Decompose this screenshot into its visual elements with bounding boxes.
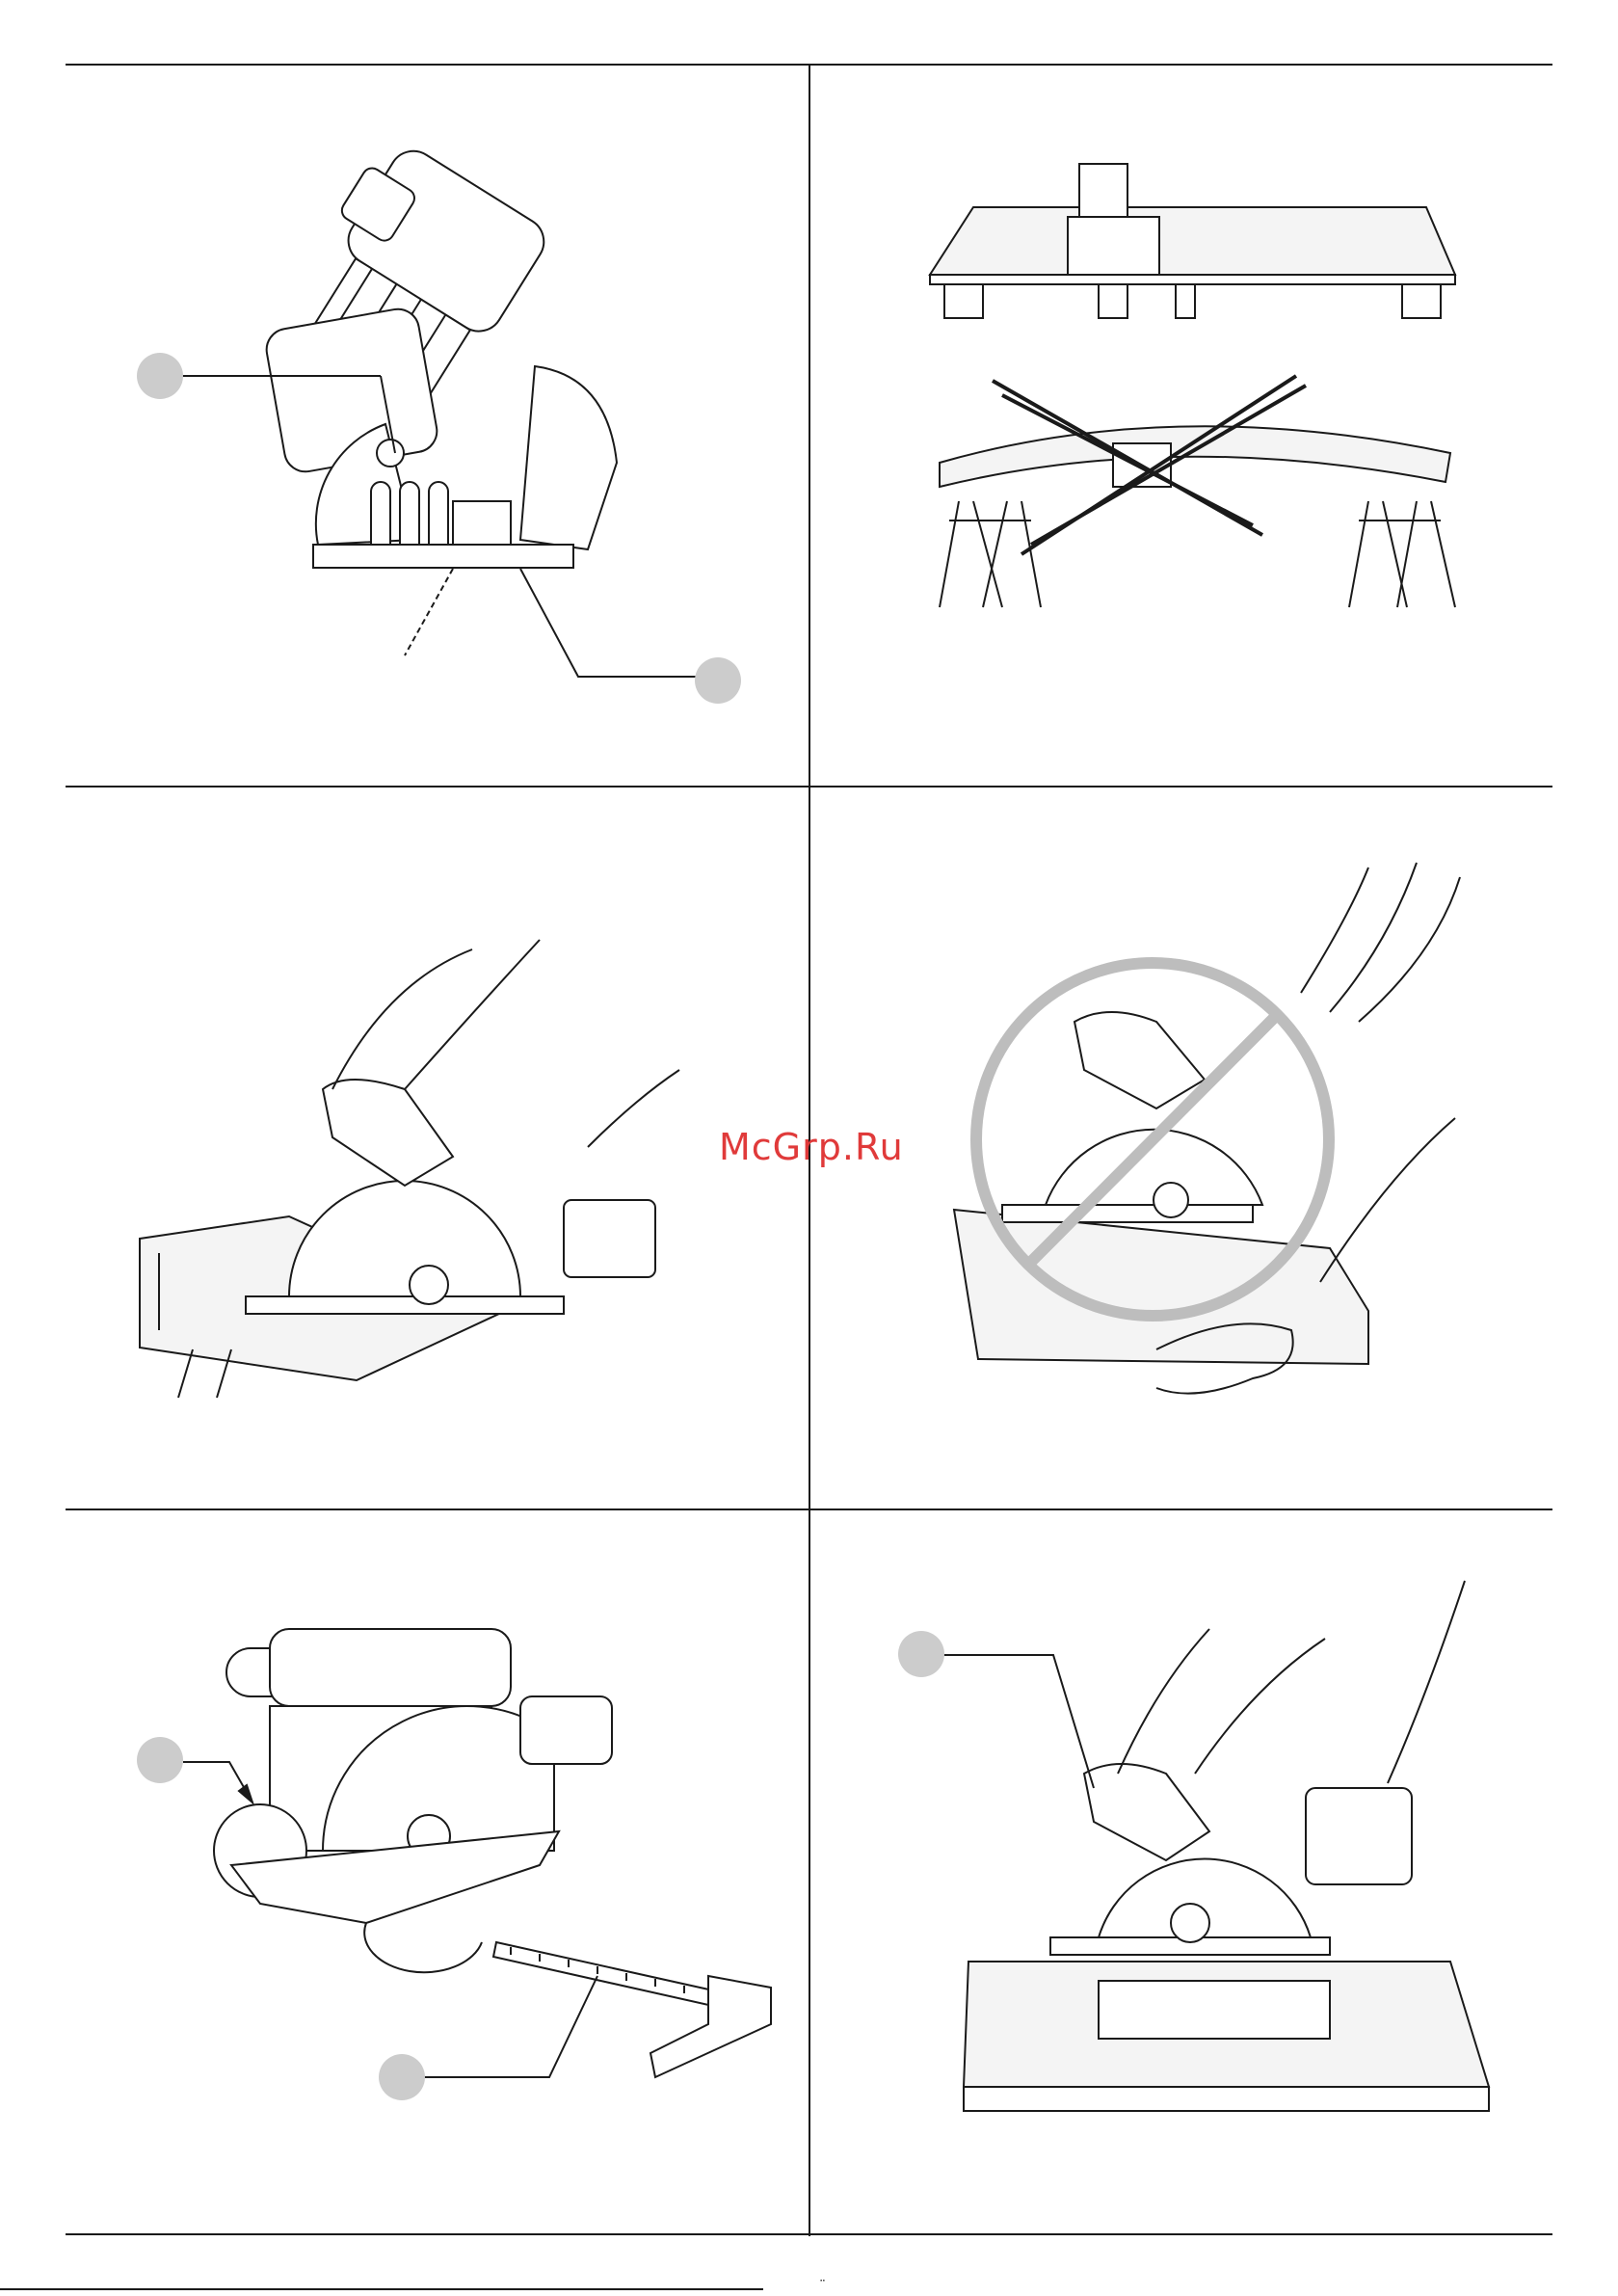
figure-rip-fence: [137, 1629, 771, 2100]
callout-1: [137, 353, 183, 399]
callout-5: [898, 1631, 944, 1677]
figure-correct-cutting: [140, 940, 679, 1398]
footer-mark: ¨: [819, 2279, 826, 2294]
figure-incorrect-cutting: [954, 863, 1460, 1394]
callout-2: [695, 657, 741, 704]
watermark: McGrp.Ru: [719, 1126, 904, 1168]
callout-4: [379, 2054, 425, 2100]
figure-plunge-cut: [898, 1581, 1489, 2111]
figure-bevel-adjust: [137, 132, 741, 704]
callout-3: [137, 1737, 183, 1783]
figure-workpiece-support: [930, 164, 1455, 607]
